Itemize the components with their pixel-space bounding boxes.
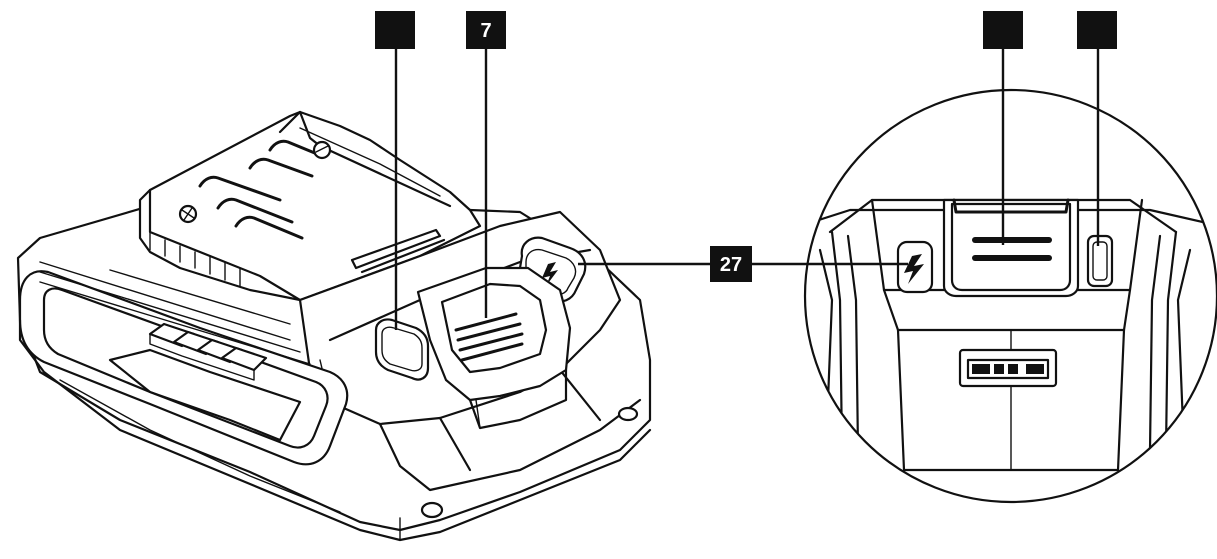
callout-right-1 xyxy=(983,11,1023,49)
detail-view xyxy=(803,88,1217,504)
callout-label: 7 xyxy=(480,20,491,42)
foot-right xyxy=(617,406,639,422)
detail-bolt-button xyxy=(896,240,934,294)
terminal-connector xyxy=(958,348,1058,388)
callout-left-1 xyxy=(375,11,415,49)
leader-lines xyxy=(394,48,1100,330)
battery-pack-illustration xyxy=(16,110,652,542)
detail-bolt-icon xyxy=(904,254,924,284)
callout-7: 7 xyxy=(466,11,506,49)
indicator-window xyxy=(374,318,430,381)
detail-magnifier-circle xyxy=(803,88,1217,504)
callout-right-2 xyxy=(1077,11,1117,49)
foot-front xyxy=(420,501,444,519)
callout-boxes: 7 27 xyxy=(375,11,1117,282)
bolt-icon xyxy=(542,262,558,286)
callout-label: 27 xyxy=(720,254,742,276)
release-latch xyxy=(416,266,572,430)
screw-top-right xyxy=(312,140,332,160)
latch-grip-lower xyxy=(972,255,1052,261)
callout-27: 27 xyxy=(710,246,752,282)
side-bumper xyxy=(18,261,349,466)
latch-grip-upper xyxy=(972,237,1052,243)
detail-indicator xyxy=(1086,234,1114,288)
charge-level-leds xyxy=(148,322,268,381)
detail-latch xyxy=(942,198,1080,298)
